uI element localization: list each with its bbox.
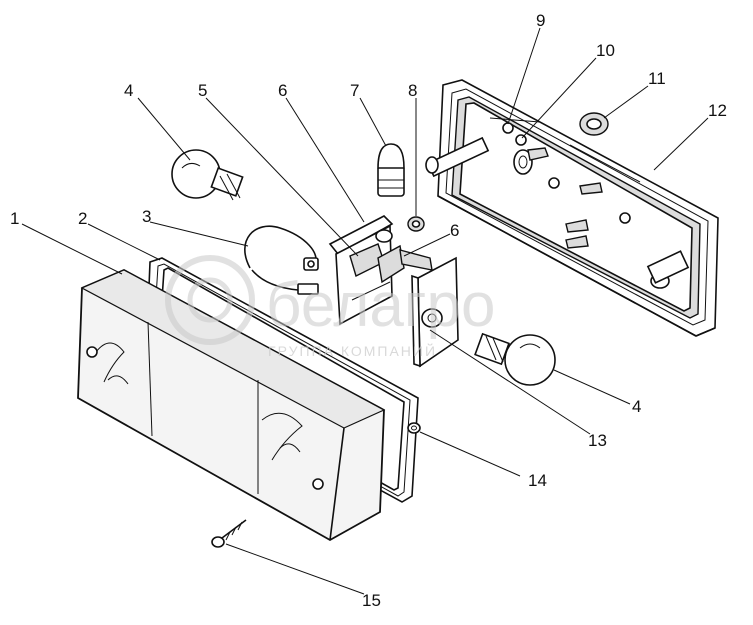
self-tapping-screw <box>211 519 247 548</box>
callout-4-right: 4 <box>632 397 641 416</box>
callout-14: 14 <box>528 471 547 490</box>
callout-12: 12 <box>708 101 727 120</box>
bulb-holder <box>328 215 459 368</box>
callout-7: 7 <box>350 81 359 100</box>
lens <box>77 269 386 542</box>
wire-harness <box>244 225 319 295</box>
callout-11: 11 <box>648 69 666 88</box>
callout-13: 13 <box>588 431 607 450</box>
callout-10: 10 <box>596 41 615 60</box>
large-bulb-left <box>171 149 244 201</box>
grommet <box>579 112 609 136</box>
callout-1: 1 <box>10 209 19 228</box>
small-nut <box>407 422 421 434</box>
small-bulb <box>377 143 405 197</box>
callout-3: 3 <box>142 207 151 226</box>
callout-8: 8 <box>408 81 417 100</box>
leader-lines <box>21 27 709 595</box>
callout-2: 2 <box>78 209 87 228</box>
callout-6-top: 6 <box>278 81 287 100</box>
nut <box>407 216 425 232</box>
lamp-housing <box>425 79 719 337</box>
callout-4-left: 4 <box>124 81 133 100</box>
callout-6-right: 6 <box>450 221 459 240</box>
callout-labels: 1 2 3 4 5 6 7 8 9 10 11 12 4 13 14 15 6 <box>10 11 727 610</box>
callout-15: 15 <box>362 591 381 610</box>
callout-5: 5 <box>198 81 207 100</box>
watermark-tagline: ГРУППА КОМПАНИЙ <box>268 342 437 359</box>
watermark-brand: белагро <box>266 271 495 340</box>
callout-9: 9 <box>536 11 545 30</box>
large-bulb-right <box>474 332 556 386</box>
watermark: белагро ГРУППА КОМПАНИЙ <box>165 255 495 359</box>
